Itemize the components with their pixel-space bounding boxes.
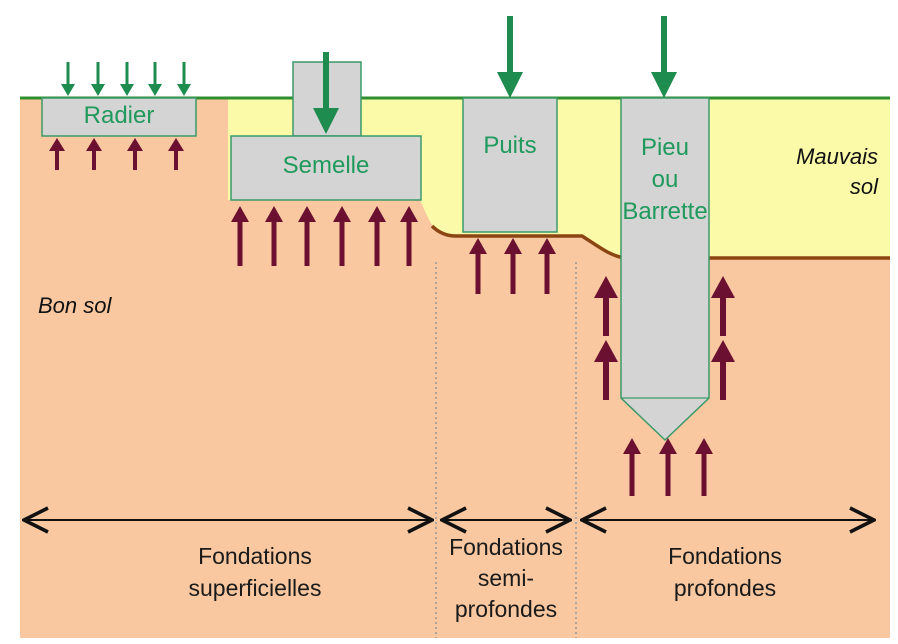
reaction-arrow-icon <box>333 206 351 266</box>
reaction-arrow-icon <box>298 206 316 266</box>
label-superficial-foundations: Fondations superficielles <box>188 543 322 601</box>
reaction-arrow-icon <box>86 138 102 170</box>
soil-boundary-line <box>430 224 890 260</box>
load-arrow-icon <box>177 62 191 96</box>
label-pieu: Pieu ou Barrette <box>622 134 708 225</box>
reaction-arrow-icon <box>400 206 418 266</box>
label-good-soil: Bon sol <box>38 293 112 318</box>
load-arrow-icon <box>148 62 162 96</box>
reaction-arrow-icon <box>711 340 735 400</box>
reaction-arrow-icon <box>168 138 184 170</box>
label-semelle: Semelle <box>282 152 370 179</box>
reaction-arrow-icon <box>695 438 713 496</box>
reaction-arrow-icon <box>368 206 386 266</box>
reaction-arrow-icon <box>127 138 143 170</box>
reaction-arrow-icon <box>659 438 677 496</box>
label-puits: Puits <box>483 132 537 159</box>
puits-shaft <box>462 97 558 233</box>
reaction-arrow-icon <box>231 206 249 266</box>
reaction-arrow-icon <box>594 340 618 400</box>
reaction-arrow-icon <box>623 438 641 496</box>
load-arrow-icon <box>120 62 134 96</box>
reaction-arrow-icon <box>469 238 487 294</box>
label-deep-foundations: Fondations profondes <box>668 543 782 601</box>
load-arrow-icon <box>313 52 339 134</box>
reaction-arrows <box>49 138 735 496</box>
reaction-arrow-icon <box>504 238 522 294</box>
label-semi-deep-foundations: Fondations semi- profondes <box>449 534 563 622</box>
load-arrow-icon <box>651 16 677 98</box>
label-radier: Radier <box>83 102 155 129</box>
semelle-footing <box>230 135 422 201</box>
reaction-arrow-icon <box>49 138 65 170</box>
reaction-arrow-icon <box>538 238 556 294</box>
load-arrows <box>61 16 677 134</box>
label-bad-soil: Mauvais sol <box>796 144 878 199</box>
pieu-shaft <box>620 97 710 442</box>
reaction-arrow-icon <box>594 276 618 336</box>
reaction-arrow-icon <box>265 206 283 266</box>
load-arrow-icon <box>91 62 105 96</box>
load-arrow-icon <box>497 16 523 98</box>
reaction-arrow-icon <box>711 276 735 336</box>
radier-slab <box>41 97 197 137</box>
load-arrow-icon <box>61 62 75 96</box>
